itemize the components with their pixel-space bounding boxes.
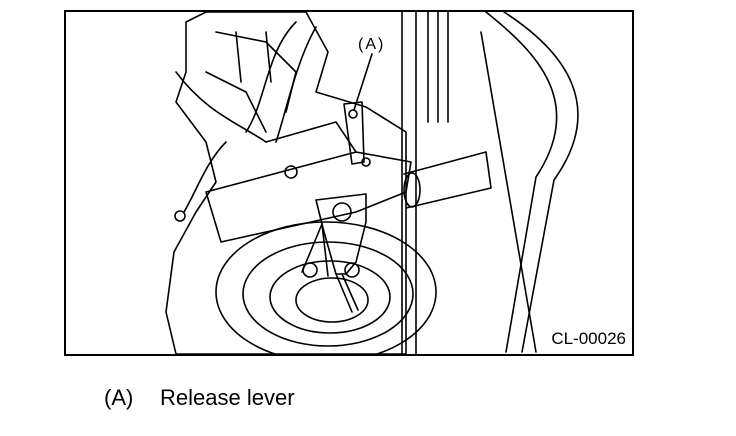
legend-key: (A): [104, 385, 134, 410]
callout-label-a: (A): [358, 36, 386, 53]
callout-leader: [353, 53, 373, 111]
legend: (A) Release lever: [104, 385, 295, 411]
illustration-frame: (A) CL-00026: [64, 10, 634, 356]
curved-bar: [480, 12, 579, 353]
clutch-housing: [215, 221, 437, 354]
tube: [403, 151, 492, 209]
release-lever: [301, 101, 367, 313]
figure-id: CL-00026: [551, 329, 626, 348]
fork-shaft: [205, 121, 412, 243]
transmission-line-drawing: [165, 12, 579, 354]
wiring: [174, 21, 317, 222]
transmission-housing: [165, 12, 407, 354]
legend-text: Release lever: [160, 385, 295, 410]
side-panel: [401, 12, 449, 354]
